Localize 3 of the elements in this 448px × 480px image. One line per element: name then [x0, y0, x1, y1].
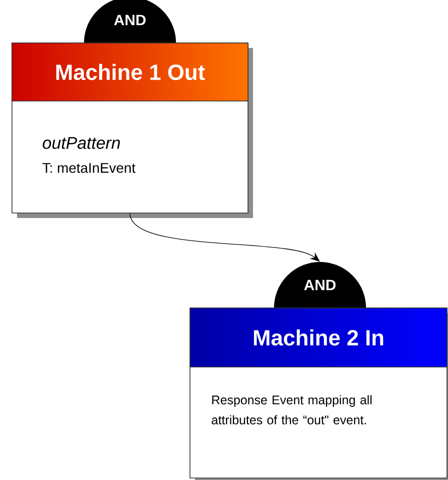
machine-box: Machine 1 Out outPattern T: metaInEvent — [12, 42, 253, 218]
arrow — [130, 213, 320, 262]
machine-box: Machine 2 In Response Event mapping all attributes of the “out" event. — [190, 308, 448, 480]
